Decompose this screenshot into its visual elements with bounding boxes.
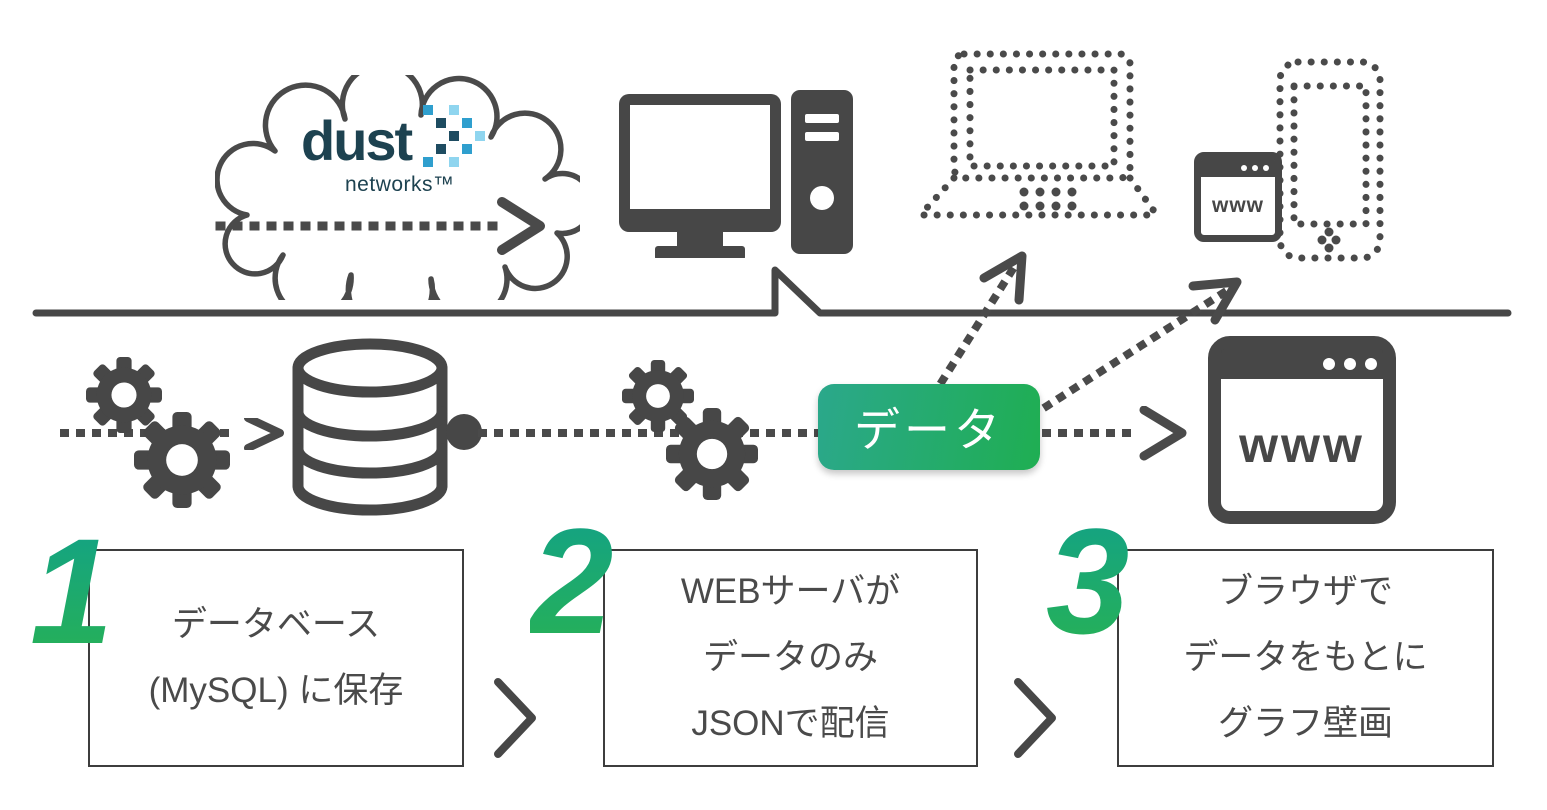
cloud-flow-arrow-icon (215, 197, 545, 255)
laptop-dotted-icon (920, 50, 1157, 219)
desktop-computer-icon (619, 90, 853, 258)
step-2-line-3: JSONで配信 (691, 704, 890, 743)
pipeline-dotted-line-3 (1042, 406, 1187, 461)
dust-logo-subtext: networks™ (345, 173, 455, 196)
step-3-line-2: データをもとに (1183, 638, 1428, 677)
browser-small-label: www (1211, 194, 1264, 217)
data-badge: データ (818, 384, 1040, 470)
phone-dotted-icon (1276, 58, 1384, 262)
gear-icon (666, 408, 758, 500)
step-1-line-2: (MySQL) に保存 (148, 671, 404, 710)
browser-large-titlebar (1221, 349, 1383, 379)
dust-networks-logo: dust networks™ (301, 113, 455, 197)
separator-line (32, 266, 1512, 317)
step-2-line-2: データのみ (702, 638, 878, 677)
laptop-touchpad-dots (1019, 187, 1077, 211)
dust-logo-pixels-icon (423, 105, 493, 167)
browser-small-icon: www (1194, 152, 1282, 242)
phone-home-dots (1317, 227, 1341, 253)
chevron-right-icon (494, 678, 536, 758)
gear-icon (134, 412, 230, 508)
database-icon (292, 338, 448, 516)
browser-large-label: www (1239, 417, 1365, 473)
step-3-number: 3 (1046, 497, 1130, 665)
browser-large-buttons-icon (1319, 358, 1377, 370)
step-1-number: 1 (30, 507, 114, 675)
step-card-1: データベース (MySQL) に保存 (88, 549, 464, 767)
step-3-line-3: グラフ壁画 (1217, 704, 1393, 743)
step-3-line-1: ブラウザで (1217, 572, 1393, 611)
chevron-right-icon (1014, 678, 1056, 758)
data-arrow-to-laptop-icon (928, 251, 1027, 400)
step-card-3: ブラウザで データをもとに グラフ壁画 (1117, 549, 1494, 767)
step-2-line-1: WEBサーバが (680, 572, 901, 611)
step-card-2: WEBサーバが データのみ JSONで配信 (603, 549, 978, 767)
browser-small-titlebar (1201, 159, 1275, 177)
dust-logo-text: dust (301, 109, 413, 172)
connector-dot-icon (446, 414, 482, 450)
data-badge-label: データ (854, 404, 1004, 456)
browser-large-icon: www (1208, 336, 1396, 524)
browser-small-buttons-icon (1241, 165, 1269, 171)
step-1-line-1: データベース (171, 605, 381, 644)
data-arrow-to-phone-icon (1041, 277, 1242, 412)
step-2-number: 2 (530, 497, 614, 665)
